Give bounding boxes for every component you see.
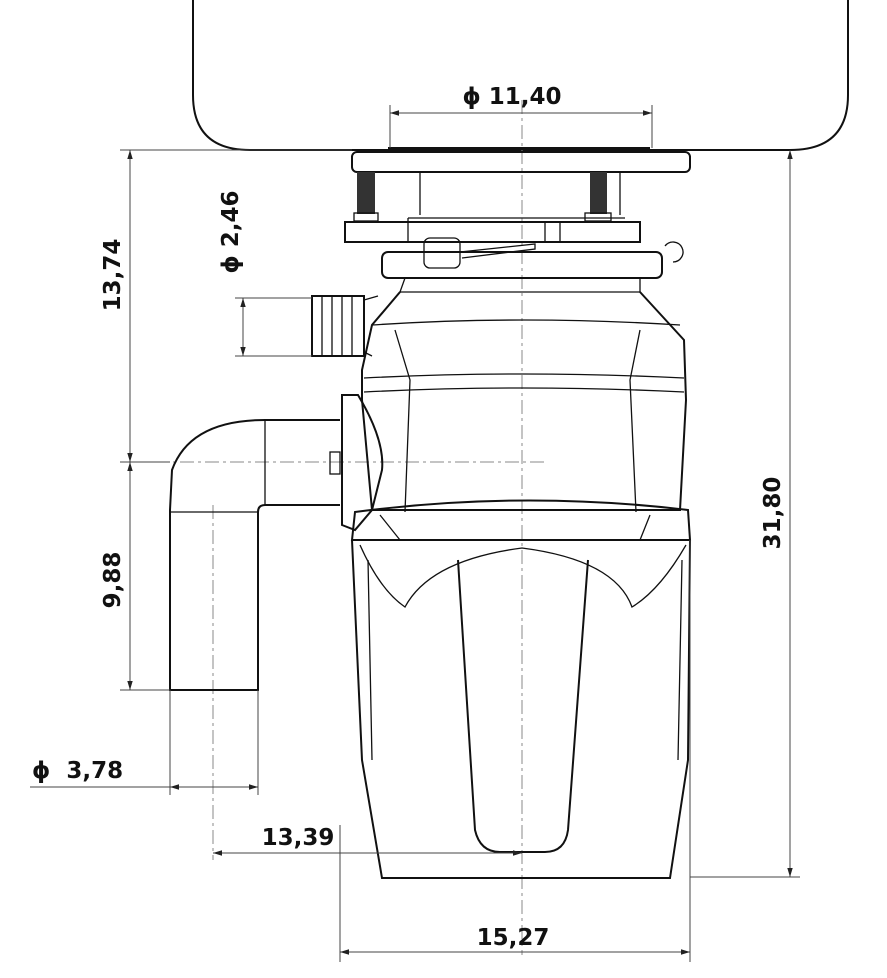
overall-height-label: 31,80	[760, 477, 786, 550]
motor-housing	[329, 291, 692, 541]
sink-bowl	[192, 0, 849, 151]
mounting-assembly	[344, 147, 691, 293]
inlet-diameter-label: ϕ 2,46	[218, 190, 244, 273]
body-width-label: 15,27	[477, 925, 550, 951]
drain-pipe-diameter-label: ϕ 3,78	[32, 758, 123, 784]
grinding-chamber	[351, 539, 691, 879]
dimension-lines	[30, 105, 800, 962]
flange-diameter-label: ϕ 11,40	[462, 84, 561, 110]
drain-elbow	[169, 419, 340, 691]
height-to-drain-label: 13,74	[100, 239, 126, 312]
drain-offset-label: 13,39	[262, 825, 335, 851]
drain-drop-label: 9,88	[100, 552, 126, 609]
dishwasher-inlet	[311, 295, 379, 357]
